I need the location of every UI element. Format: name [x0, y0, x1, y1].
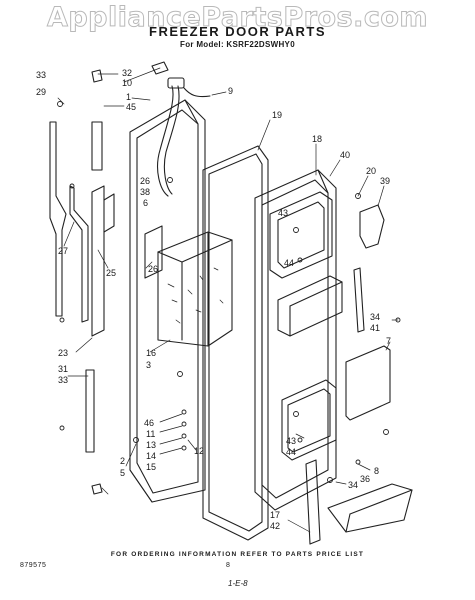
callout: 44 [284, 258, 294, 268]
callout: 7 [386, 336, 391, 346]
handle [91, 185, 105, 337]
lower-shelf-frame [281, 379, 337, 461]
dispenser-housing [157, 231, 233, 347]
callout: 10 [122, 78, 132, 88]
callout: 32 [122, 68, 132, 78]
callout: 26 [140, 176, 150, 186]
callout: 11 [146, 429, 155, 439]
revision-mark: 1-E-8 [228, 579, 248, 588]
callout: 9 [228, 86, 233, 96]
trim-strip [305, 459, 321, 545]
callout: 42 [270, 521, 280, 531]
callout: 34 [370, 312, 380, 322]
callout: 33 [36, 70, 46, 80]
callout: 34 [348, 480, 358, 490]
upper-shelf-frame [269, 191, 333, 279]
diagram-title: FREEZER DOOR PARTS [149, 24, 326, 39]
document-number: 879575 [20, 562, 47, 569]
door-outer-panel [129, 99, 206, 503]
callout: 36 [360, 474, 370, 484]
callout: 33 [58, 375, 68, 385]
callout: 26 [148, 264, 158, 274]
mounting-bracket [144, 225, 163, 279]
callout: 43 [278, 208, 288, 218]
callout: 19 [272, 110, 282, 120]
cover-panel [345, 345, 391, 421]
door-gasket [202, 145, 269, 541]
callout: 13 [146, 440, 156, 450]
callout: 23 [58, 348, 68, 358]
callout: 20 [366, 166, 376, 176]
callout: 12 [194, 446, 204, 456]
callout: 17 [270, 510, 280, 520]
callout: 16 [146, 348, 156, 358]
callout: 46 [144, 418, 154, 428]
callout: 29 [36, 87, 46, 97]
callout: 1 [126, 92, 131, 102]
model-subtitle: For Model: KSRF22DSWHY0 [180, 40, 295, 49]
callout: 27 [58, 246, 68, 256]
ordering-info-note: FOR ORDERING INFORMATION REFER TO PARTS … [110, 551, 365, 558]
lower-rod [85, 369, 95, 453]
callout: 45 [126, 102, 136, 112]
handle-rods [49, 121, 115, 495]
callout: 44 [286, 447, 296, 457]
top-cap [91, 69, 103, 83]
callout: 5 [120, 468, 125, 478]
side-trim [353, 267, 365, 333]
callout-leaders [57, 67, 399, 533]
callout: 8 [374, 466, 379, 476]
callout: 14 [146, 451, 156, 461]
top-hinge-cover [91, 121, 103, 171]
callout-numbers: 33 32 10 29 1 9 45 19 18 40 20 39 26 38 … [36, 68, 391, 531]
callout: 6 [143, 198, 148, 208]
top-plug [151, 61, 169, 75]
callout: 41 [370, 323, 380, 333]
callout: 38 [140, 187, 150, 197]
callout: 2 [120, 456, 125, 466]
page-number: 8 [226, 562, 230, 569]
door-bin [327, 483, 413, 533]
wire-harness [157, 77, 211, 197]
hardware-screws [57, 101, 401, 483]
callout: 15 [146, 462, 156, 472]
connector [167, 77, 185, 89]
callout: 40 [340, 150, 350, 160]
ice-chute [359, 204, 385, 249]
inner-door-liner [254, 169, 337, 511]
callout: 43 [286, 436, 296, 446]
watermark: AppliancePartsPros.com [46, 2, 429, 34]
callout: 25 [106, 268, 116, 278]
callout: 31 [58, 364, 68, 374]
callout: 3 [146, 360, 151, 370]
callout: 39 [380, 176, 390, 186]
door-shelf [277, 275, 343, 337]
callout: 18 [312, 134, 322, 144]
bottom-hinge [91, 483, 103, 495]
